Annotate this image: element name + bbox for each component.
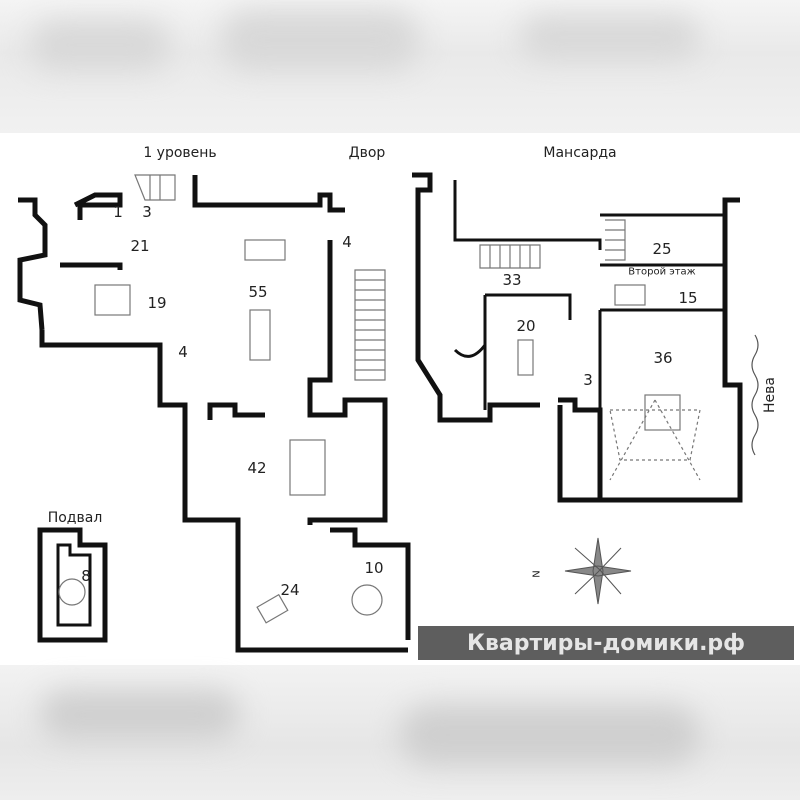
wall — [412, 172, 540, 423]
wall — [483, 293, 572, 410]
yard-label: Двор — [348, 145, 386, 161]
table — [244, 239, 286, 261]
room-area: 55 — [248, 283, 268, 301]
attic-heading: Мансарда — [543, 145, 617, 161]
wall — [598, 263, 725, 410]
room-area: 19 — [147, 294, 167, 312]
sofa — [289, 439, 326, 496]
basement-heading: Подвал — [47, 510, 103, 526]
river-waves — [751, 334, 759, 456]
wall — [73, 192, 123, 220]
wall — [557, 397, 603, 503]
blurred-background-top — [0, 0, 800, 133]
room-area: 25 — [652, 240, 672, 258]
room-area: 3 — [142, 203, 152, 221]
room-area: 4 — [178, 343, 188, 361]
wall — [207, 402, 265, 420]
wall — [37, 527, 108, 643]
bed — [614, 284, 646, 306]
room-area: 24 — [280, 581, 300, 599]
wall — [453, 344, 487, 358]
room-area: 42 — [247, 459, 267, 477]
room-area: 36 — [653, 349, 673, 367]
second-floor-label: Второй этаж — [628, 266, 696, 278]
wall — [307, 240, 380, 418]
wall — [60, 262, 123, 270]
wall — [17, 197, 48, 331]
room-area: 20 — [516, 317, 536, 335]
spiral-stair — [58, 578, 86, 606]
room-area: 4 — [342, 233, 352, 251]
blurred-background-bottom — [0, 665, 800, 800]
watermark: Квартиры-домики.рф — [418, 626, 794, 660]
sightline — [609, 399, 701, 481]
room-area: 1 — [113, 203, 123, 221]
stairs — [479, 244, 541, 269]
dining-table — [249, 309, 271, 361]
room-area: 3 — [583, 371, 593, 389]
compass-north-label: N — [531, 570, 543, 578]
compass — [564, 537, 632, 605]
stairs — [605, 219, 626, 261]
wall — [330, 527, 411, 640]
room-area: 8 — [81, 567, 91, 585]
bath — [517, 339, 534, 376]
stairs — [134, 174, 176, 201]
level1-heading: 1 уровень — [143, 145, 217, 161]
wall — [453, 180, 602, 250]
wall — [56, 543, 92, 627]
bed — [644, 394, 681, 431]
room-area: 33 — [502, 271, 522, 289]
spiral-stair — [351, 584, 383, 616]
river-label: Нева — [762, 377, 778, 413]
desk — [256, 593, 289, 624]
room-area: 15 — [678, 289, 698, 307]
room-area: 10 — [364, 559, 384, 577]
wall — [39, 330, 408, 653]
stairs — [354, 269, 386, 381]
wall — [307, 397, 388, 525]
wall — [600, 197, 743, 503]
room-area: 21 — [130, 237, 150, 255]
bed — [94, 284, 131, 316]
wall — [192, 175, 345, 213]
floor-plan — [17, 172, 759, 653]
watermark-text: Квартиры-домики.рф — [467, 630, 745, 656]
